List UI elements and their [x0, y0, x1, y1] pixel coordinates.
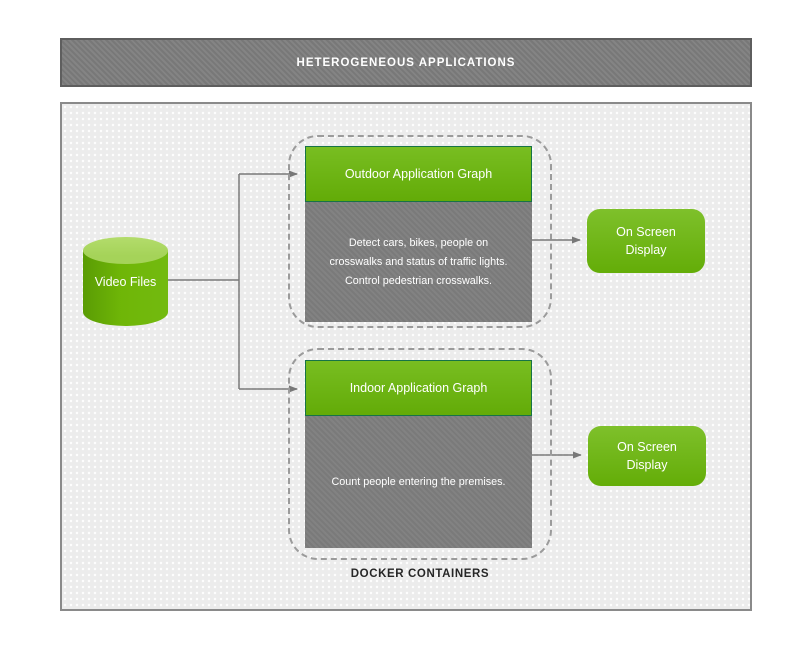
outdoor-desc-line: Control pedestrian crosswalks. — [344, 274, 493, 287]
docker-container-outdoor — [288, 135, 552, 328]
indoor-graph-description: Count people entering the premises. — [305, 416, 532, 548]
video-files-label: Video Files — [94, 275, 157, 289]
outdoor-graph-title: Outdoor Application Graph — [344, 167, 493, 181]
heterogeneous-applications-banner: HETEROGENEOUS APPLICATIONS — [60, 38, 752, 87]
on-screen-display-indoor: On Screen Display — [588, 426, 706, 486]
indoor-desc-line: Count people entering the premises. — [331, 475, 506, 488]
video-files-datastore: Video Files — [83, 237, 168, 326]
indoor-graph-title: Indoor Application Graph — [349, 381, 488, 395]
cylinder-top — [83, 237, 168, 264]
banner-title: HETEROGENEOUS APPLICATIONS — [296, 56, 516, 69]
outdoor-desc-line: crosswalks and status of traffic lights. — [329, 255, 508, 268]
outdoor-desc-line: Detect cars, bikes, people on — [348, 236, 489, 249]
docker-containers-label: DOCKER CONTAINERS — [350, 568, 490, 580]
outdoor-graph-header: Outdoor Application Graph — [305, 146, 532, 202]
indoor-graph-header: Indoor Application Graph — [305, 360, 532, 416]
osd-indoor-label: On Screen Display — [617, 440, 677, 472]
outdoor-graph-description: Detect cars, bikes, people on crosswalks… — [305, 202, 532, 322]
osd-outdoor-label: On Screen Display — [616, 225, 676, 257]
on-screen-display-outdoor: On Screen Display — [587, 209, 705, 273]
docker-container-indoor — [288, 348, 552, 560]
